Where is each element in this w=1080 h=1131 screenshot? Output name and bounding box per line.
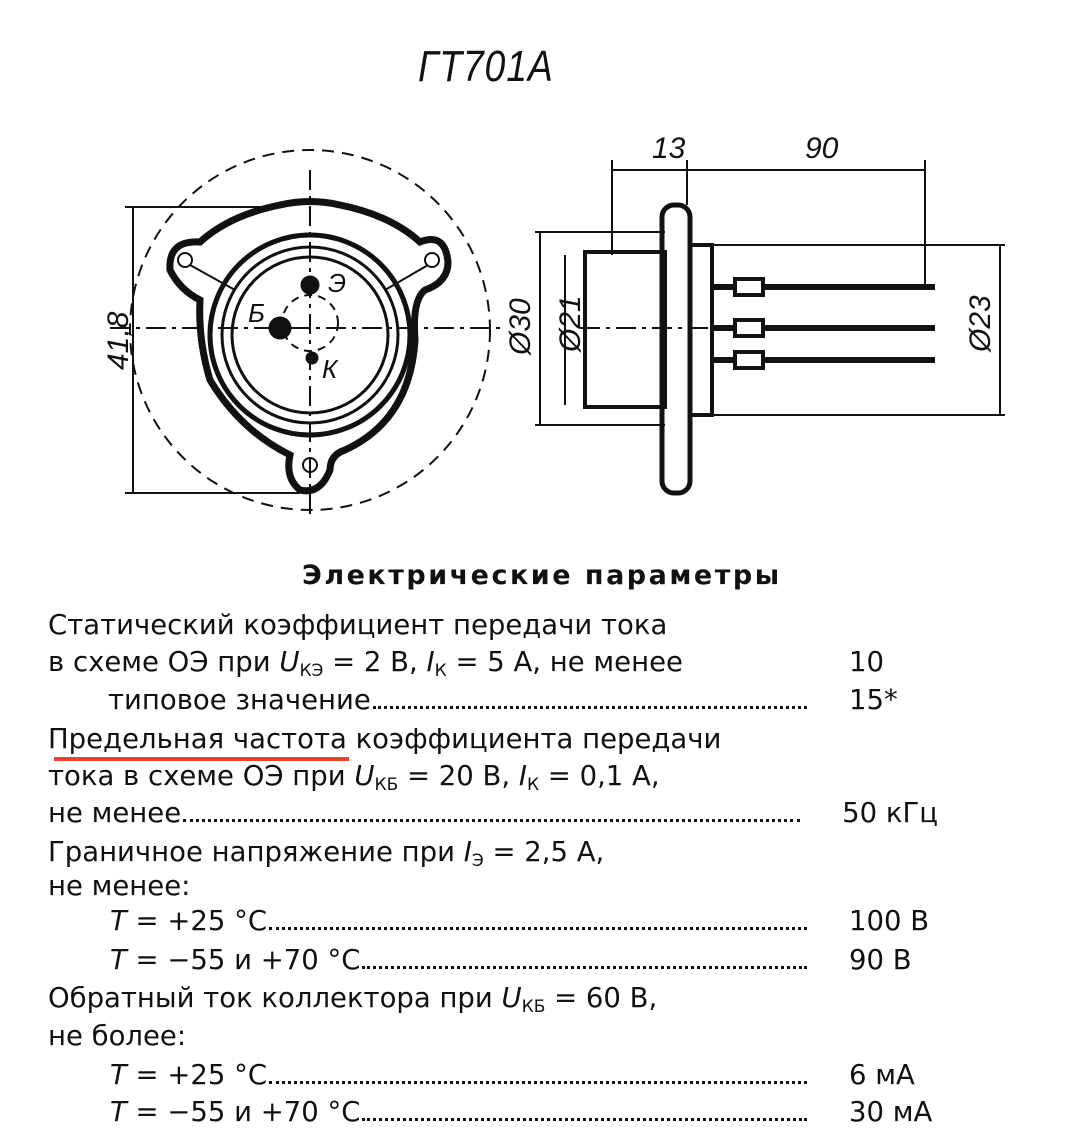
param-freq: Предельная частота коэффициента передачи [48,723,722,755]
section-heading: Электрические параметры [302,560,782,591]
value: 10 [849,646,884,678]
param-gain: в схеме ОЭ при UКЭ = 2 В, IК = 5 А, не м… [48,643,938,681]
front-view [110,149,500,520]
label-collector: К [322,354,339,384]
dim-90: 90 [805,132,839,165]
param-line: не менее: [48,870,191,902]
highlighted-text: Предельная частота [48,723,347,755]
leads [712,277,935,370]
value: 100 В [849,905,930,937]
param-voltage: Граничное напряжение при IЭ = 2,5 А, [48,836,605,871]
label-base: Б [248,298,265,328]
dim-d23: Ø23 [964,295,997,353]
side-view [535,160,1005,496]
dim-d30: Ø30 [504,298,537,356]
value: 15* [849,684,898,716]
dim-height: 41,8 [102,311,135,370]
pin-base [268,316,292,340]
param-line: Статический коэффициент передачи тока [48,609,668,641]
dim-d21: Ø21 [554,295,587,353]
value: 6 мА [849,1059,915,1091]
param-line: не более: [48,1020,187,1052]
value: 50 кГц [842,797,938,829]
pin-emitter [300,275,320,295]
transistor-title: ГТ701А [418,42,554,91]
dim-13: 13 [652,132,686,165]
transistor-drawing: 41,8 Ø30 Ø21 Ø23 13 90 Э Б К [102,132,1005,520]
value: 90 В [849,944,912,976]
value: 30 мА [849,1096,933,1128]
flange-outline [166,198,452,495]
param-line: тока в схеме ОЭ при UКБ = 20 В, IК = 0,1… [48,760,660,795]
param-reverse-current: Обратный ток коллектора при UКБ = 60 В, [48,982,658,1017]
label-emitter: Э [328,268,346,298]
pin-collector [305,351,319,365]
